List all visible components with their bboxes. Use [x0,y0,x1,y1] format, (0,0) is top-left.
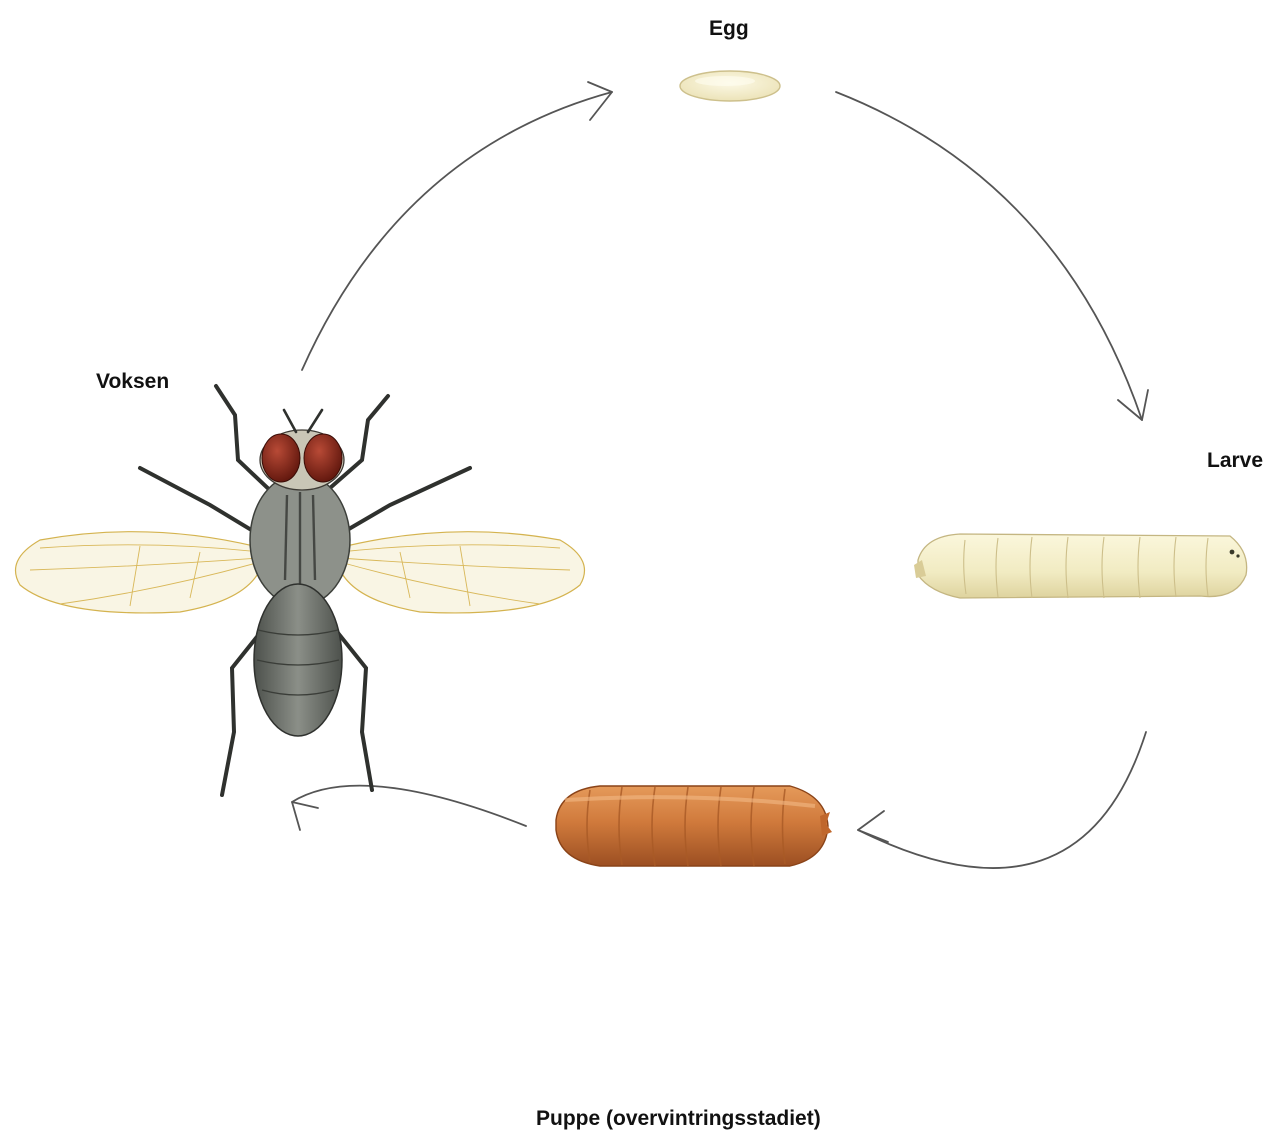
adult-fly-illustration [16,386,585,795]
arrow-voksen-to-egg [302,82,612,370]
arrow-larve-to-puppe [858,732,1146,868]
pupa-illustration [556,786,832,866]
egg-illustration [680,71,780,101]
arrow-egg-to-larve [836,92,1148,420]
larva-illustration [914,534,1247,598]
arrow-puppe-to-voksen [292,786,526,830]
